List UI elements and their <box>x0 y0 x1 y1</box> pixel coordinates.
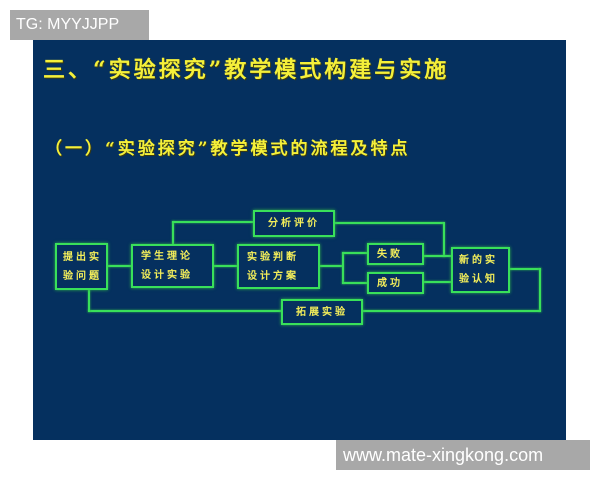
connector-line <box>509 268 541 270</box>
node-text: 分析评价 <box>268 218 320 229</box>
connector-line <box>342 252 367 254</box>
connector-line <box>172 221 174 244</box>
node-text: 设计方案 <box>247 270 299 282</box>
connector-line <box>443 222 445 257</box>
connector-line <box>172 221 253 223</box>
node-raise-question: 提出实 验问题 <box>55 243 108 290</box>
watermark-top: TG: MYYJJPP <box>10 10 149 40</box>
node-failure: 失败 <box>367 243 424 265</box>
node-text: 拓展实验 <box>296 306 348 318</box>
connector-line <box>423 255 451 257</box>
node-extend: 拓展实验 <box>281 299 363 325</box>
slide-subtitle: （一）“实验探究”教学模式的流程及特点 <box>45 139 411 159</box>
node-text: 提出实 <box>63 251 102 263</box>
connector-line <box>342 252 344 284</box>
node-judge-design: 实验判断 设计方案 <box>237 244 320 289</box>
connector-line <box>539 268 541 312</box>
slide-title: 三、“实验探究”教学模式构建与实施 <box>43 57 450 83</box>
node-text: 设计实验 <box>141 270 193 281</box>
node-text: 成功 <box>377 277 403 289</box>
node-analysis: 分析评价 <box>253 210 335 237</box>
connector-line <box>423 281 451 283</box>
connector-line <box>334 222 444 224</box>
node-success: 成功 <box>367 272 424 294</box>
node-text: 失败 <box>377 248 403 260</box>
node-text: 学生理论 <box>141 251 193 262</box>
connector-line <box>213 265 237 267</box>
node-text: 实验判断 <box>247 251 299 263</box>
slide <box>33 40 566 440</box>
watermark-bottom: www.mate-xingkong.com <box>336 440 590 470</box>
connector-line <box>88 289 90 312</box>
connector-line <box>342 282 367 284</box>
node-new-knowledge: 新的实 验认知 <box>451 247 510 293</box>
node-text: 验问题 <box>63 270 102 282</box>
node-text: 新的实 <box>459 255 498 266</box>
connector-line <box>319 265 343 267</box>
node-text: 验认知 <box>459 274 498 285</box>
node-student-theory: 学生理论 设计实验 <box>131 244 214 288</box>
connector-line <box>107 265 131 267</box>
